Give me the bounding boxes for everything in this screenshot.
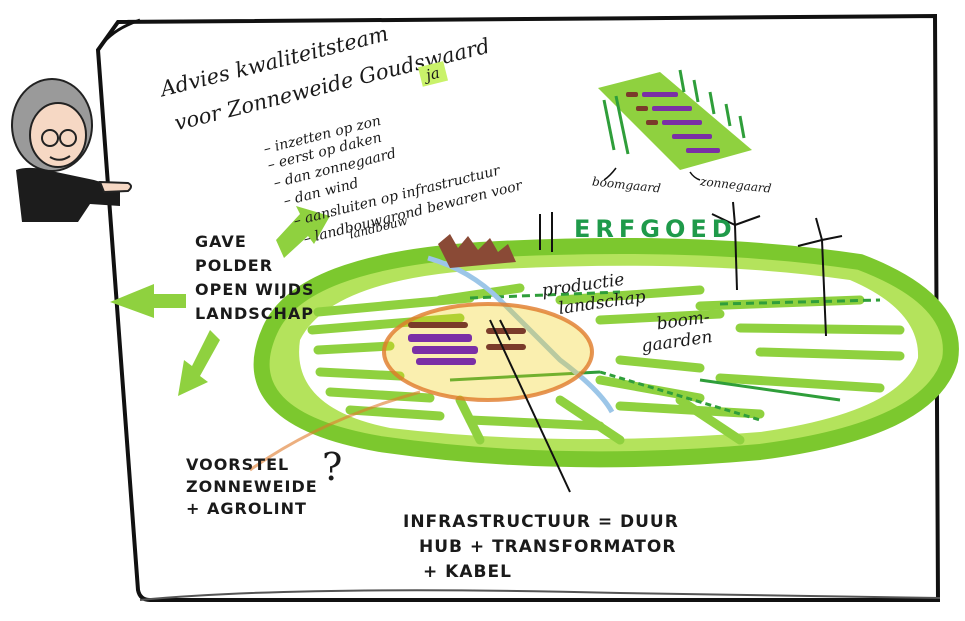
infrastructure-line: + KABEL <box>423 562 512 582</box>
landscape-note-line: OPEN WIJDS <box>195 280 315 299</box>
infrastructure-note: INFRASTRUCTUUR = DUUR HUB + TRANSFORMATO… <box>403 510 679 585</box>
infrastructure-line: HUB + TRANSFORMATOR <box>419 537 677 557</box>
heritage-label: ERFGOED <box>574 215 737 243</box>
proposal-line: + AGROLINT <box>186 499 307 518</box>
inset-sketch <box>598 69 752 181</box>
landscape-note: GAVE POLDER OPEN WIJDS LANDSCHAP <box>195 230 315 326</box>
landscape-note-line: POLDER <box>195 256 274 275</box>
landscape-note-line: LANDSCHAP <box>195 304 315 323</box>
infrastructure-line: INFRASTRUCTUUR = DUUR <box>403 512 679 532</box>
arrow-icons <box>110 206 330 396</box>
question-mark-icon: ? <box>322 445 343 489</box>
wind-turbine-icons <box>711 201 843 337</box>
landscape-note-line: GAVE <box>195 232 247 251</box>
proposal-line: ZONNEWEIDE <box>186 477 318 496</box>
proposal-line: VOORSTEL <box>186 455 290 474</box>
presenter-illustration <box>11 78 132 222</box>
polder-map <box>249 238 959 493</box>
proposal-note: VOORSTEL ZONNEWEIDE + AGROLINT <box>186 454 318 520</box>
heritage-area <box>438 212 553 268</box>
